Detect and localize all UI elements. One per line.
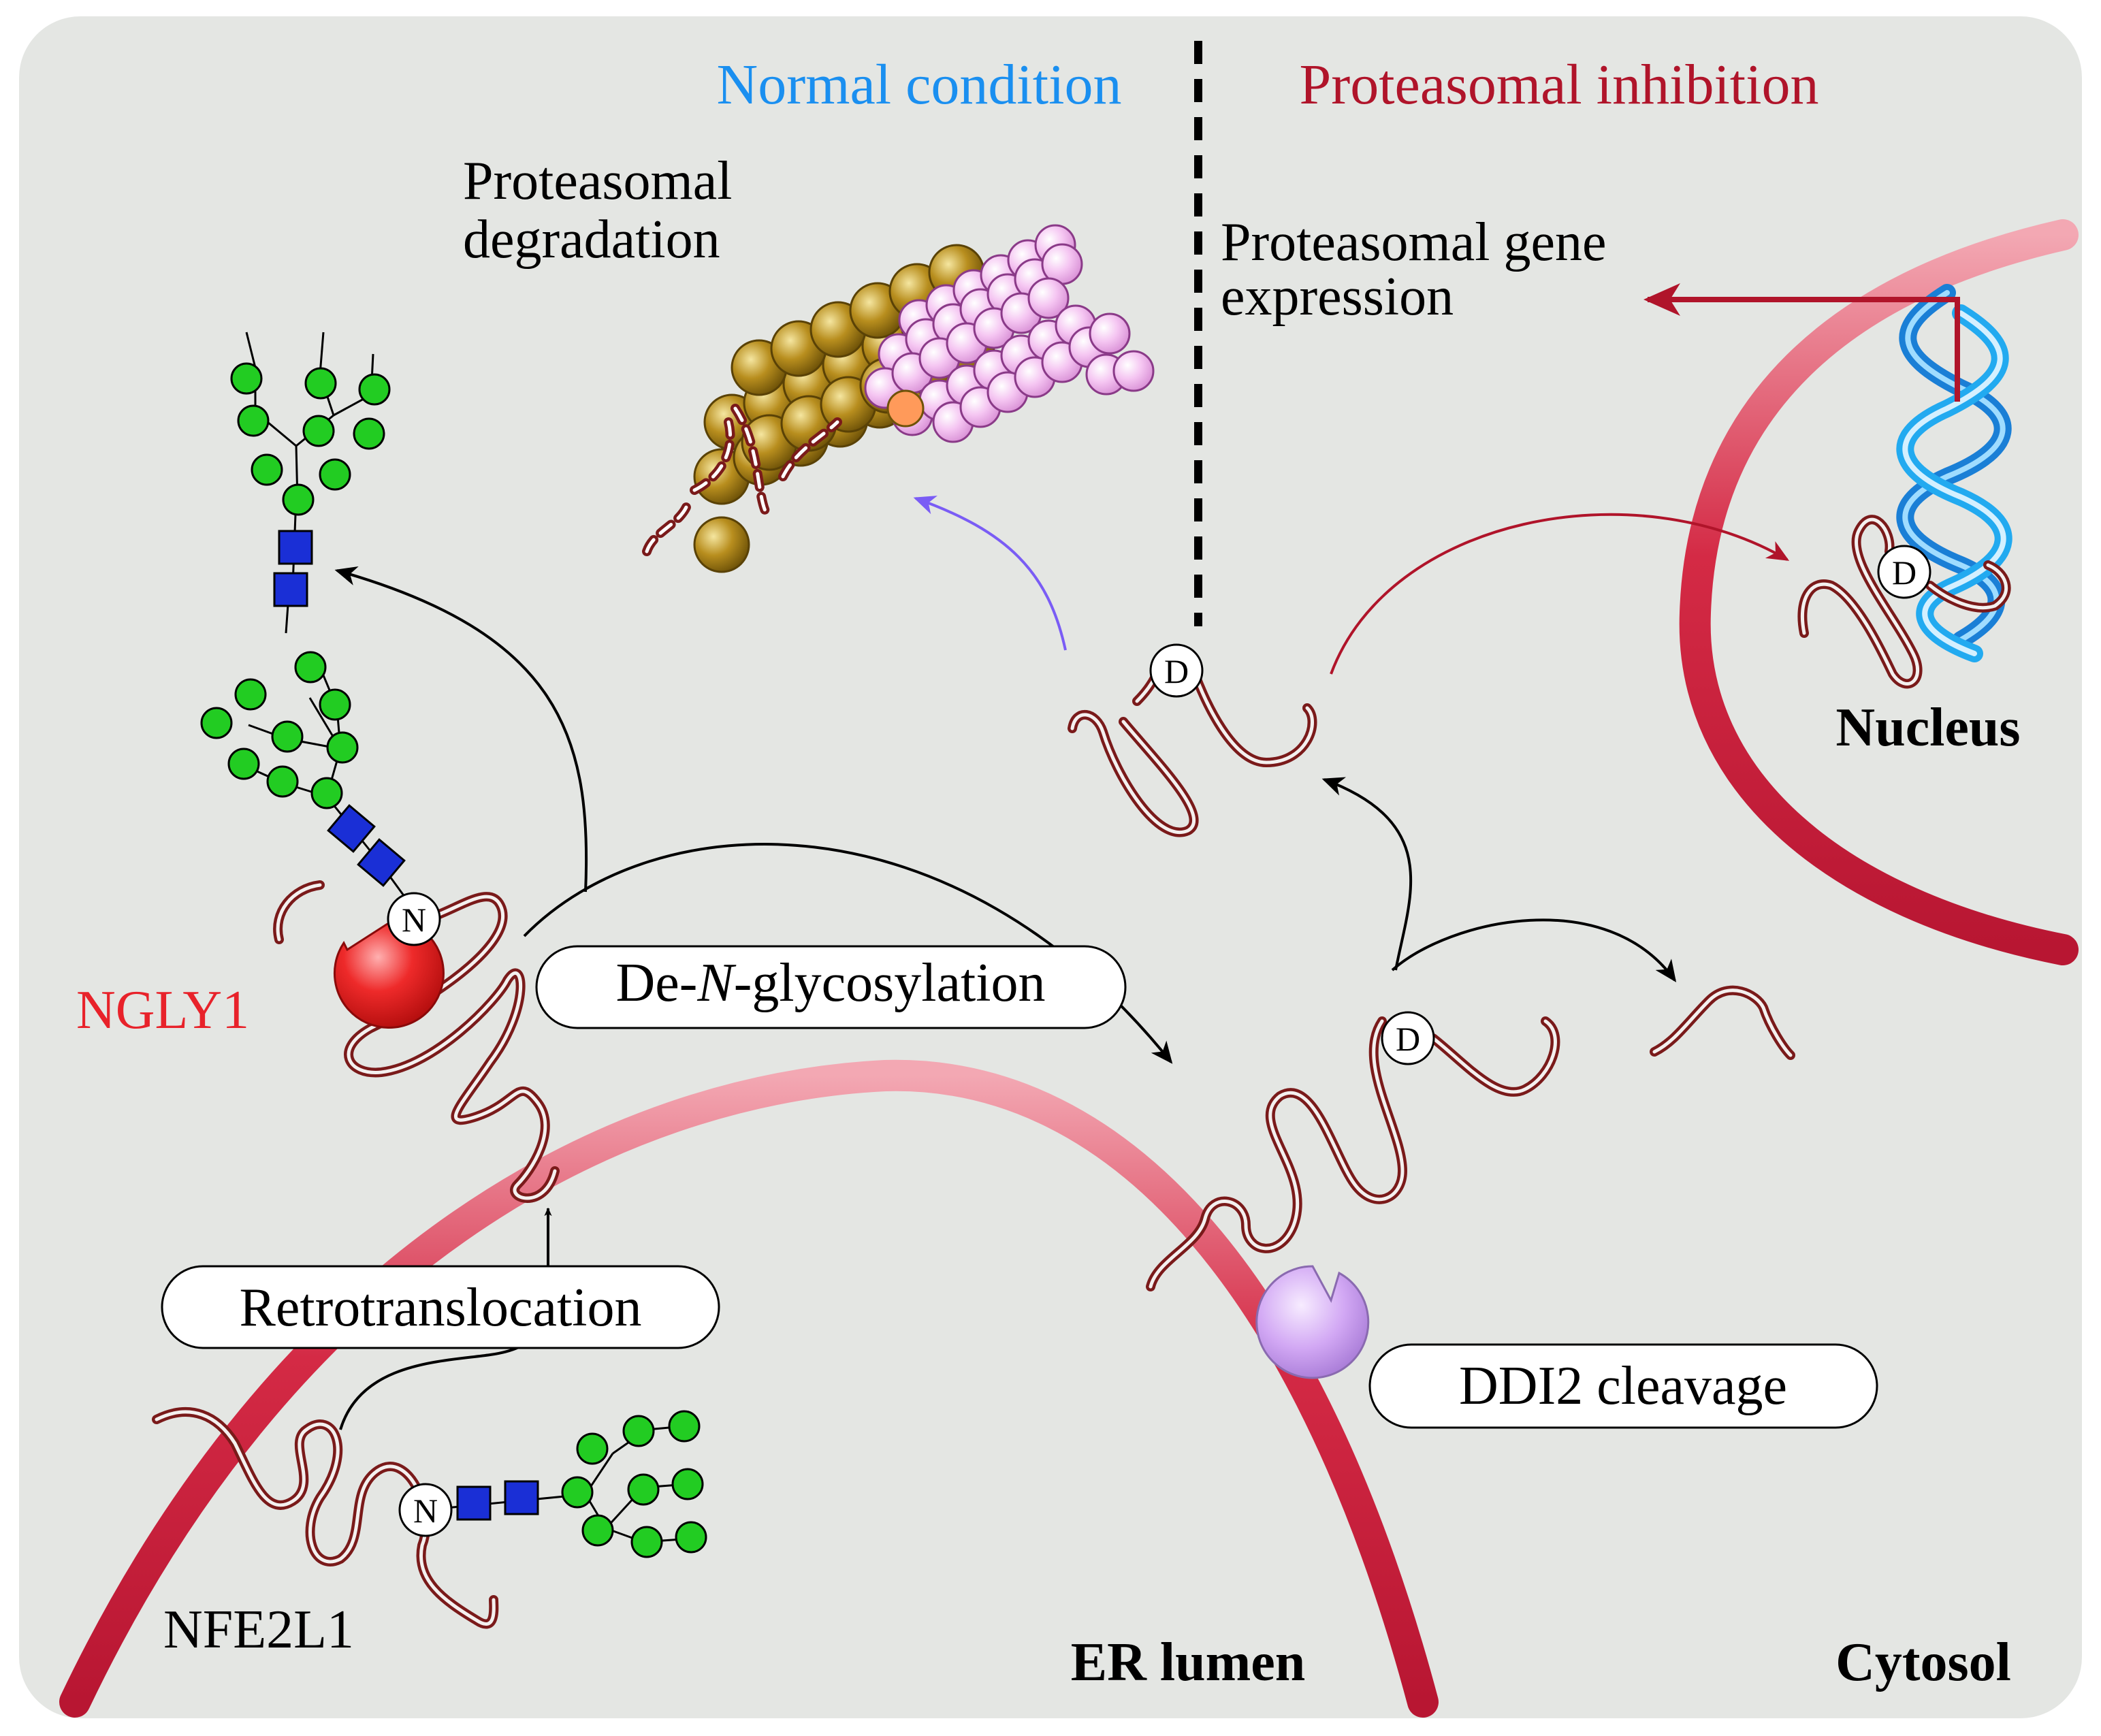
glycan-released — [230, 332, 391, 634]
aspartate-marker-nucleus: D — [1877, 545, 1931, 599]
aspartate-marker-cytosol: D — [1149, 643, 1204, 698]
glycan-on-nfe2l1 — [445, 1410, 707, 1558]
proteasomal-inhibition-title: Proteasomal inhibition — [1300, 53, 1819, 116]
aspartate-marker-membrane: D — [1381, 1011, 1435, 1065]
proteasome-cap-subunit — [1089, 312, 1131, 355]
arrow-nuclear-import — [1330, 513, 1790, 675]
proteasome-active-site — [886, 389, 925, 428]
arrow-ddi2-to-cleaved — [1321, 777, 1413, 971]
proteasome-subunit — [693, 516, 750, 573]
proteasomal-degradation-label-1: Proteasomal — [463, 151, 732, 211]
dna-helix — [1896, 284, 2012, 662]
proteasome-complex — [693, 224, 1155, 573]
svg-text:De-N-glycosylation: De-N-glycosylation — [616, 953, 1046, 1013]
svg-text:N: N — [402, 901, 426, 939]
ddi2-cleavage-label: DDI2 cleavage — [1368, 1343, 1878, 1429]
deglycosylation-label: De-N-glycosylation — [535, 945, 1127, 1029]
svg-text:D: D — [1396, 1020, 1420, 1058]
asparagine-marker-ngly1: N — [387, 892, 441, 946]
nuclear-membrane — [1679, 219, 2079, 965]
ngly1-label: NGLY1 — [76, 980, 249, 1040]
asparagine-marker-nfe2l1: N — [398, 1483, 453, 1537]
retrotranslocation-label: Retrotranslocation — [161, 1265, 720, 1349]
proteasome-cap-subunit — [1112, 350, 1155, 392]
protein-strand-core — [276, 883, 557, 1200]
glycan-on-ngly1 — [200, 651, 410, 903]
gene-expression-label-1: Proteasomal gene — [1221, 212, 1606, 272]
nucleus-label: Nucleus — [1835, 698, 2020, 758]
er-lumen-label: ER lumen — [1071, 1633, 1306, 1692]
protein-strand-core — [1800, 517, 2008, 686]
normal-condition-title: Normal condition — [717, 53, 1122, 116]
protein-strand-core — [155, 1410, 496, 1626]
cytosol-label: Cytosol — [1835, 1633, 2011, 1692]
gene-expression-label-2: expression — [1221, 267, 1454, 327]
protein-strands — [152, 515, 2011, 1629]
proteasome-cap-subunit — [1027, 277, 1070, 319]
nfe2l1-label: NFE2L1 — [163, 1600, 354, 1660]
arrow-to-glycan-release — [334, 566, 588, 893]
protein-strand-core — [1652, 988, 1793, 1057]
svg-text:D: D — [1164, 652, 1189, 690]
protein-strand-core — [1149, 1019, 1557, 1289]
proteasomal-degradation-label-2: degradation — [463, 210, 720, 270]
gene-expression-arrow — [1643, 283, 1960, 402]
svg-text:Retrotranslocation: Retrotranslocation — [240, 1278, 642, 1338]
svg-text:DDI2 cleavage: DDI2 cleavage — [1459, 1356, 1787, 1416]
svg-text:N: N — [413, 1492, 438, 1530]
degraded-strand — [642, 404, 842, 556]
ddi2-enzyme — [1255, 1265, 1370, 1379]
ngly1-enzyme — [333, 918, 445, 1029]
svg-text:D: D — [1892, 553, 1916, 592]
arrow-ddi2-to-fragment — [1391, 918, 1677, 982]
arrow-degradation — [913, 496, 1067, 651]
